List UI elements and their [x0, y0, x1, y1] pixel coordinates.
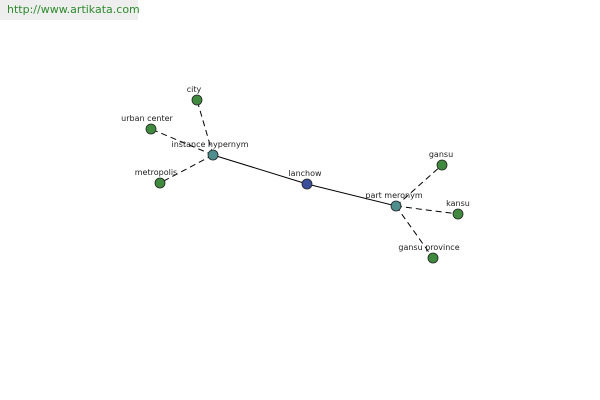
labels: lanchow instance hypernym part meronym c…: [121, 85, 470, 252]
node-urban-center[interactable]: [145, 123, 157, 135]
label-metropolis[interactable]: metropolis: [135, 168, 177, 177]
edge-part-meronym-kansu: [395, 205, 459, 215]
node-kansu[interactable]: [452, 208, 464, 220]
label-instance-hypernym[interactable]: instance hypernym: [172, 140, 249, 149]
node-part-meronym[interactable]: [390, 200, 402, 212]
node-instance-hypernym[interactable]: [207, 149, 219, 161]
label-gansu[interactable]: gansu: [429, 150, 453, 159]
edge-part-meronym-gansu-province: [395, 205, 434, 259]
label-lanchow[interactable]: lanchow: [288, 169, 322, 178]
edge-lanchow-instance-hypernym: [212, 154, 308, 185]
node-gansu-province[interactable]: [427, 252, 439, 264]
label-kansu[interactable]: kansu: [446, 199, 470, 208]
edge-lanchow-part-meronym: [306, 183, 397, 207]
label-urban-center[interactable]: urban center: [121, 114, 173, 123]
label-city[interactable]: city: [187, 85, 202, 94]
label-part-meronym[interactable]: part meronym: [365, 191, 422, 200]
label-gansu-province[interactable]: gansu province: [398, 243, 459, 252]
edges: [150, 99, 459, 259]
node-city[interactable]: [191, 94, 203, 106]
edge-part-meronym-gansu: [395, 164, 443, 207]
node-metropolis[interactable]: [154, 177, 166, 189]
edge-instance-hypernym-urban-center: [150, 128, 214, 156]
nodes: [145, 94, 464, 264]
node-lanchow[interactable]: [301, 178, 313, 190]
node-gansu[interactable]: [436, 159, 448, 171]
source-url[interactable]: http://www.artikata.com: [0, 0, 140, 20]
